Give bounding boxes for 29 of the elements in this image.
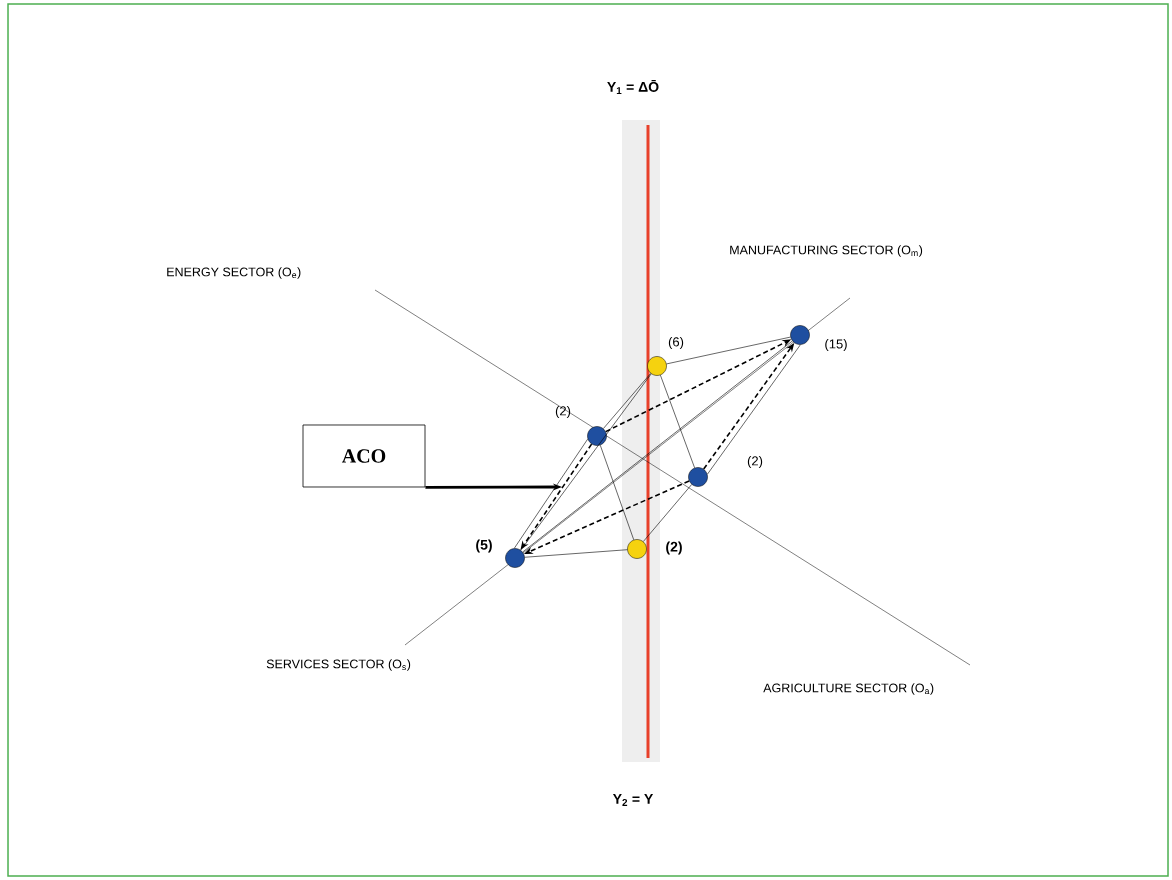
axis-label: MANUFACTURING SECTOR (O$_{m}$) (730, 245, 923, 257)
connector-line (520, 373, 652, 551)
axis-label: AGRICULTURE SECTOR (O$_{a}$) (763, 683, 934, 695)
connector-line (707, 344, 801, 475)
data-point (688, 467, 708, 487)
connector-line (603, 373, 651, 429)
data-point (627, 539, 647, 559)
data-point (790, 325, 810, 345)
value-label: (15) (825, 338, 847, 352)
axis-label: Y$_{1}$ = ΔŌ (607, 80, 659, 94)
value-label: (2) (555, 405, 571, 419)
connector-line (514, 438, 588, 549)
data-point (647, 356, 667, 376)
connector-line (660, 374, 695, 469)
value-label: (5) (476, 539, 492, 553)
connector-line (666, 336, 791, 365)
connector-line (599, 444, 635, 541)
axis-label: SERVICES SECTOR (O$_{s}$) (266, 659, 411, 671)
value-label: (6) (668, 336, 684, 350)
data-point (505, 548, 525, 568)
value-label: (2) (747, 455, 763, 469)
label-box: ACO (302, 424, 426, 488)
axis-label: Y$_{2}$ = Y (612, 794, 654, 806)
axis-label: ENERGY SECTOR (O$_{e}$) (167, 267, 301, 279)
connector-line (643, 484, 692, 542)
data-point (587, 426, 607, 446)
value-label: (2) (666, 541, 682, 555)
connector-line (522, 340, 793, 553)
connector-line (524, 549, 628, 558)
